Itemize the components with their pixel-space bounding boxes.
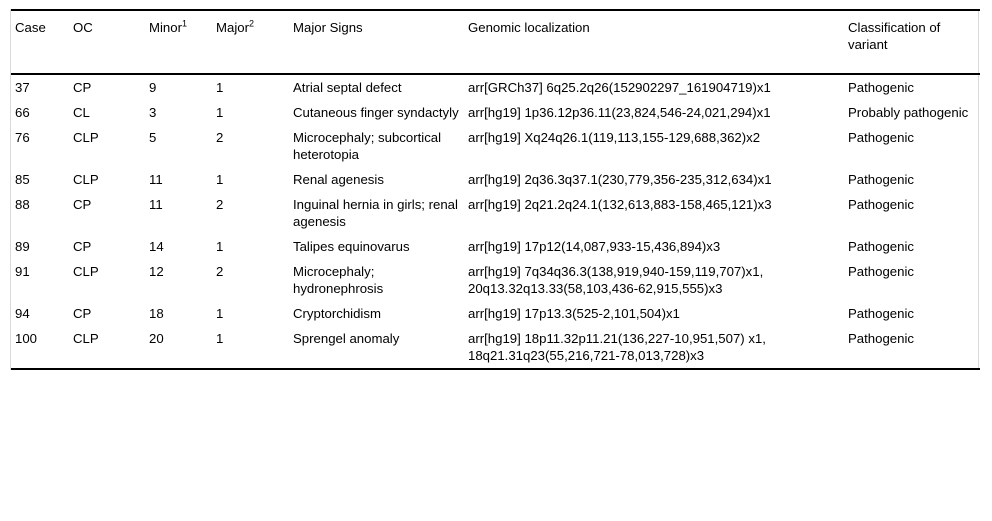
column-header-classification-label: Classification of variant <box>848 20 941 52</box>
cell-genomic-localization: arr[hg19] 18p11.32p11.21(136,227-10,951,… <box>468 331 766 363</box>
cell-classification: Pathogenic <box>848 306 914 321</box>
cell-genomic-localization: arr[GRCh37] 6q25.2q26(152902297_16190471… <box>468 80 771 95</box>
cell-major-signs: Microcephaly; hydronephrosis <box>293 264 384 296</box>
cell-oc: CLP <box>73 264 99 279</box>
cell-genomic-localization: arr[hg19] 2q21.2q24.1(132,613,883-158,46… <box>468 197 772 212</box>
cell-major: 1 <box>216 306 224 321</box>
footnote-marker-major: 2 <box>248 18 254 29</box>
cell-major: 1 <box>216 105 224 120</box>
cell-major-signs: Atrial septal defect <box>293 80 402 95</box>
column-header-case-label: Case <box>15 20 46 35</box>
column-header-oc-label: OC <box>73 20 93 35</box>
cell-major-signs: Renal agenesis <box>293 172 384 187</box>
cnv-cases-table: Case OC Minor1 Major2 Major Signs Genomi… <box>11 9 980 370</box>
cell-classification: Pathogenic <box>848 264 914 279</box>
cell-classification: Pathogenic <box>848 172 914 187</box>
footnote-marker-minor: 1 <box>181 18 187 29</box>
cell-minor: 20 <box>149 331 164 346</box>
table-row[interactable]: 66 CL 3 1 Cutaneous finger syndactyly arr[hg1… <box>11 100 980 125</box>
cell-classification: Pathogenic <box>848 239 914 254</box>
table-row[interactable]: 94 CP 18 1 Cryptorchidism arr[hg19] 17p13.3(5… <box>11 301 980 326</box>
cell-major-signs: Cutaneous finger syndactyly <box>293 105 459 120</box>
column-header-oc: OC <box>69 10 145 74</box>
cell-minor: 11 <box>149 197 163 212</box>
header-row: Case OC Minor1 Major2 Major Signs Genomi… <box>11 10 980 74</box>
cell-minor: 14 <box>149 239 164 254</box>
table-row[interactable]: 89 CP 14 1 Talipes equinovarus arr[hg19] 17p1… <box>11 234 980 259</box>
cell-major: 2 <box>216 130 224 145</box>
column-header-genomic-localization: Genomic localization <box>464 10 844 74</box>
cell-major: 1 <box>216 239 224 254</box>
column-header-major-signs: Major Signs <box>289 10 464 74</box>
cell-classification: Pathogenic <box>848 197 914 212</box>
cell-major: 2 <box>216 197 224 212</box>
cell-major-signs: Talipes equinovarus <box>293 239 410 254</box>
table-row[interactable]: 76 CLP 5 2 Microcephaly; subcortical heterot… <box>11 125 980 167</box>
cell-major-signs: Inguinal hernia in girls; renal agenesis <box>293 197 458 229</box>
cell-case: 100 <box>15 331 38 346</box>
cell-case: 76 <box>15 130 30 145</box>
cell-oc: CP <box>73 306 92 321</box>
cell-case: 91 <box>15 264 30 279</box>
cell-major: 1 <box>216 80 224 95</box>
cell-case: 94 <box>15 306 30 321</box>
table-row[interactable]: 100 CLP 20 1 Sprengel anomaly arr[hg19] 18p11… <box>11 326 980 369</box>
cell-major: 2 <box>216 264 224 279</box>
cell-genomic-localization: arr[hg19] Xq24q26.1(119,113,155-129,688,… <box>468 130 761 145</box>
cell-major-signs: Microcephaly; subcortical heterotopia <box>293 130 442 162</box>
cell-minor: 3 <box>149 105 157 120</box>
cell-oc: CP <box>73 239 92 254</box>
cell-genomic-localization: arr[hg19] 7q34q36.3(138,919,940-159,119,… <box>468 264 764 296</box>
table-row[interactable]: 91 CLP 12 2 Microcephaly; hydronephrosis arr[… <box>11 259 980 301</box>
cell-major: 1 <box>216 331 224 346</box>
column-header-major-signs-label: Major Signs <box>293 20 363 35</box>
cell-oc: CP <box>73 197 92 212</box>
cell-case: 66 <box>15 105 30 120</box>
cell-genomic-localization: arr[hg19] 17p13.3(525-2,101,504)x1 <box>468 306 680 321</box>
cell-classification: Pathogenic <box>848 80 914 95</box>
column-header-case: Case <box>11 10 69 74</box>
cell-case: 88 <box>15 197 30 212</box>
cell-major-signs: Cryptorchidism <box>293 306 381 321</box>
cell-major: 1 <box>216 172 224 187</box>
cell-major-signs: Sprengel anomaly <box>293 331 400 346</box>
column-header-genomic-localization-label: Genomic localization <box>468 20 590 35</box>
cell-oc: CL <box>73 105 90 120</box>
cell-case: 85 <box>15 172 30 187</box>
cell-oc: CLP <box>73 172 99 187</box>
cell-classification: Probably pathogenic <box>848 105 969 120</box>
cell-minor: 11 <box>149 172 163 187</box>
cell-oc: CP <box>73 80 92 95</box>
column-header-major-label: Major <box>216 20 249 35</box>
column-header-classification: Classification of variant <box>844 10 980 74</box>
cell-case: 37 <box>15 80 30 95</box>
cell-minor: 9 <box>149 80 157 95</box>
column-header-minor: Minor1 <box>145 10 212 74</box>
column-header-major: Major2 <box>212 10 289 74</box>
cell-minor: 12 <box>149 264 164 279</box>
table-row[interactable]: 88 CP 11 2 Inguinal hernia in girls; renal a… <box>11 192 980 234</box>
cell-genomic-localization: arr[hg19] 17p12(14,087,933-15,436,894)x3 <box>468 239 721 254</box>
column-header-minor-label: Minor <box>149 20 182 35</box>
cell-oc: CLP <box>73 331 99 346</box>
cell-minor: 5 <box>149 130 157 145</box>
cell-minor: 18 <box>149 306 164 321</box>
cell-classification: Pathogenic <box>848 331 914 346</box>
cell-genomic-localization: arr[hg19] 1p36.12p36.11(23,824,546-24,02… <box>468 105 771 120</box>
table-container: Case OC Minor1 Major2 Major Signs Genomi… <box>10 9 980 370</box>
cell-classification: Pathogenic <box>848 130 914 145</box>
cell-oc: CLP <box>73 130 99 145</box>
cell-genomic-localization: arr[hg19] 2q36.3q37.1(230,779,356-235,31… <box>468 172 772 187</box>
cell-case: 89 <box>15 239 30 254</box>
table-row[interactable]: 37 CP 9 1 Atrial septal defect arr[GRCh37] 6q… <box>11 74 980 100</box>
table-header: Case OC Minor1 Major2 Major Signs Genomi… <box>11 10 980 74</box>
